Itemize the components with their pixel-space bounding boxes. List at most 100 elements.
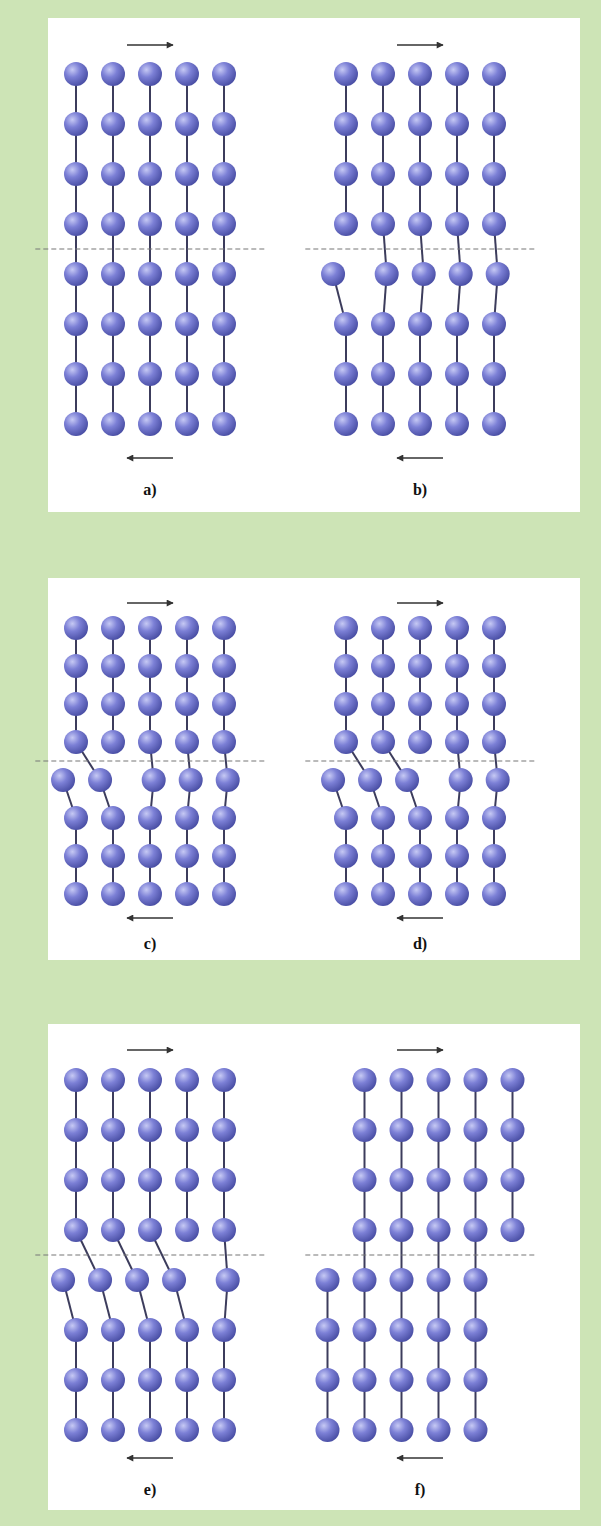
atom [138, 1068, 162, 1092]
atom [371, 844, 395, 868]
atom [212, 162, 236, 186]
atom [101, 62, 125, 86]
atom [334, 692, 358, 716]
atom [64, 112, 88, 136]
atom [216, 768, 240, 792]
atom [138, 1218, 162, 1242]
atom [175, 112, 199, 136]
atom [408, 362, 432, 386]
atom [482, 112, 506, 136]
atom [175, 730, 199, 754]
atom [445, 806, 469, 830]
atom [482, 806, 506, 830]
atom [408, 312, 432, 336]
atom [64, 262, 88, 286]
atom [212, 806, 236, 830]
atom [445, 162, 469, 186]
atom [371, 412, 395, 436]
atom [334, 162, 358, 186]
atom [427, 1318, 451, 1342]
atom [212, 1068, 236, 1092]
atom [64, 616, 88, 640]
atom [408, 654, 432, 678]
atom [501, 1168, 525, 1192]
atom [51, 768, 75, 792]
atom [101, 412, 125, 436]
atom [334, 730, 358, 754]
atom [175, 806, 199, 830]
slip-plane [305, 1254, 534, 1255]
atom [138, 844, 162, 868]
atom [390, 1418, 414, 1442]
atom [427, 1068, 451, 1092]
atom [482, 692, 506, 716]
atom [482, 412, 506, 436]
atom [390, 1218, 414, 1242]
atom [321, 768, 345, 792]
atom [142, 768, 166, 792]
atom [371, 212, 395, 236]
atom [445, 882, 469, 906]
atom [212, 362, 236, 386]
atom [101, 112, 125, 136]
slip-plane [35, 248, 264, 249]
atom [390, 1118, 414, 1142]
atom [408, 730, 432, 754]
atom [138, 362, 162, 386]
atom [371, 312, 395, 336]
shear-arrow [127, 917, 173, 919]
panel-label: d) [411, 935, 429, 953]
atom [64, 212, 88, 236]
atom [64, 844, 88, 868]
atom [408, 62, 432, 86]
atom [212, 1218, 236, 1242]
atom [334, 312, 358, 336]
atom [175, 62, 199, 86]
atom [353, 1068, 377, 1092]
atom [138, 616, 162, 640]
atom [101, 806, 125, 830]
atom [334, 212, 358, 236]
atom [64, 1118, 88, 1142]
atom [101, 362, 125, 386]
atom [64, 654, 88, 678]
shear-arrow [397, 917, 443, 919]
atom [212, 730, 236, 754]
atom [101, 730, 125, 754]
atom [353, 1268, 377, 1292]
atom [449, 262, 473, 286]
atom [212, 1418, 236, 1442]
atom [464, 1418, 488, 1442]
atom [101, 654, 125, 678]
atom [101, 692, 125, 716]
atom [445, 616, 469, 640]
shear-arrow [127, 602, 173, 604]
atom [445, 654, 469, 678]
atom [212, 1168, 236, 1192]
atom [216, 1268, 240, 1292]
atom [390, 1318, 414, 1342]
atom [353, 1418, 377, 1442]
atom [482, 212, 506, 236]
atom [101, 882, 125, 906]
atom [138, 1168, 162, 1192]
atom [212, 262, 236, 286]
atom [125, 1268, 149, 1292]
atom [212, 844, 236, 868]
atom [316, 1268, 340, 1292]
atom [101, 212, 125, 236]
atom [316, 1418, 340, 1442]
atom [64, 1418, 88, 1442]
panel-label: a) [141, 481, 158, 499]
atom [212, 1118, 236, 1142]
atom [501, 1218, 525, 1242]
atom [501, 1118, 525, 1142]
atom [138, 212, 162, 236]
shear-arrow [127, 44, 173, 46]
atom [408, 412, 432, 436]
atom [101, 262, 125, 286]
atom [101, 162, 125, 186]
atom [64, 1368, 88, 1392]
atom [334, 844, 358, 868]
